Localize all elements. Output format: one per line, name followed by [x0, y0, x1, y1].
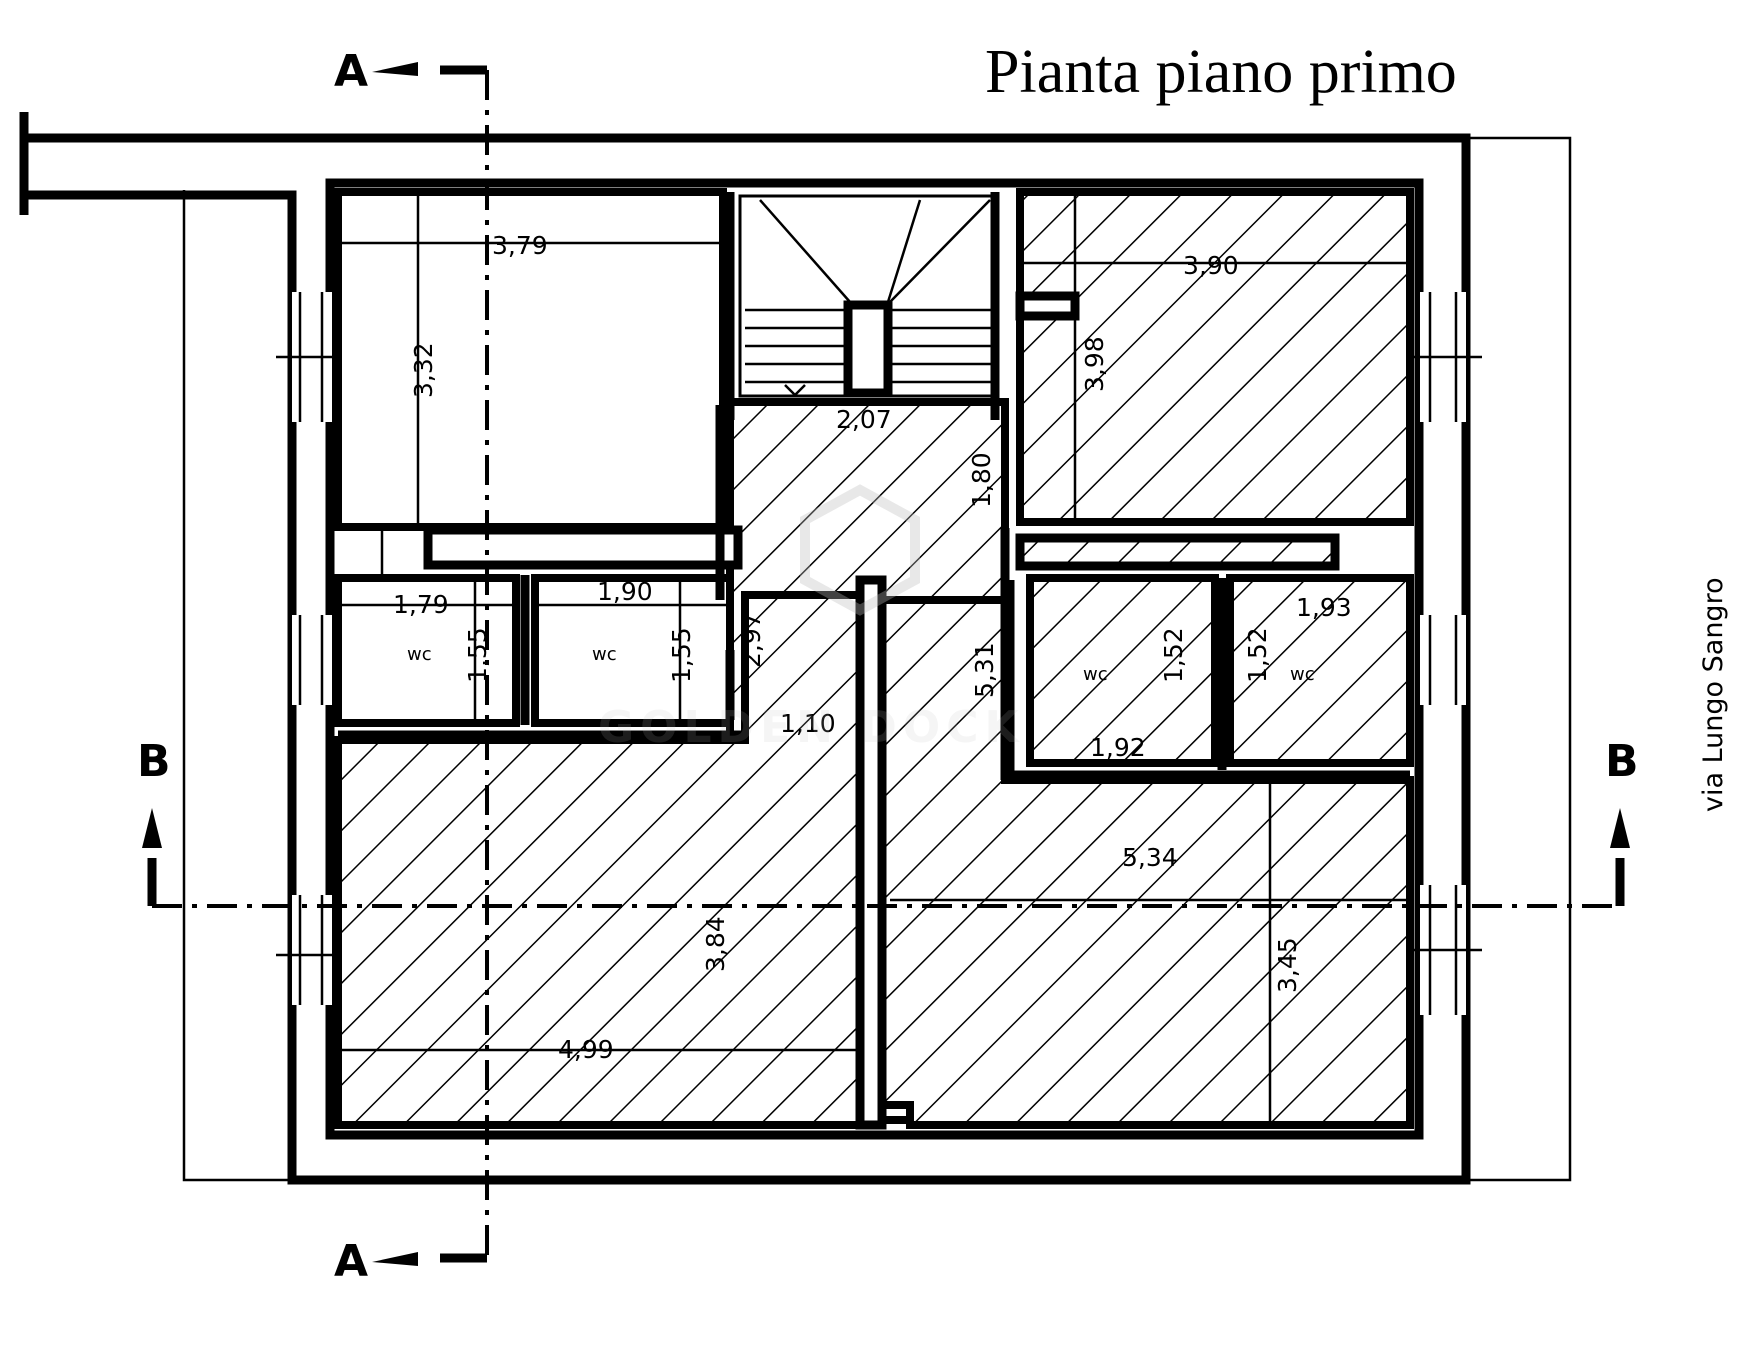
dim-3-84: 3,84 — [701, 916, 730, 972]
dim-1-79: 1,79 — [393, 590, 449, 619]
white-rooms — [334, 188, 734, 727]
dim-3-79: 3,79 — [492, 231, 548, 260]
dim-1-52-b: 1,52 — [1243, 627, 1272, 683]
staircase — [738, 194, 994, 398]
room-label-wc-2: wc — [592, 644, 617, 665]
dim-1-92: 1,92 — [1090, 733, 1146, 762]
dim-3-98: 3,98 — [1080, 336, 1109, 392]
dim-5-34: 5,34 — [1122, 843, 1178, 872]
watermark-text: GOLDEN DOCK — [598, 702, 1025, 753]
section-mark-b-left: B — [137, 736, 171, 787]
dim-1-10: 1,10 — [780, 709, 836, 738]
interior-dimension-lines — [338, 192, 1410, 1125]
section-mark-b-right: B — [1605, 736, 1639, 787]
room-label-wc-3: wc — [1083, 664, 1108, 685]
dim-4-99: 4,99 — [558, 1035, 614, 1064]
dim-1-55-b: 1,55 — [667, 627, 696, 683]
room-label-wc-1: wc — [407, 644, 432, 665]
dim-1-55-a: 1,55 — [463, 627, 492, 683]
section-line-b — [142, 808, 1630, 908]
dim-5-31: 5,31 — [970, 642, 999, 698]
dim-1-80: 1,80 — [967, 452, 996, 508]
room-label-wc-4: wc — [1290, 664, 1315, 685]
left-windows — [276, 292, 346, 1005]
plan-title: Pianta piano primo — [985, 38, 1457, 106]
dim-1-90: 1,90 — [597, 577, 653, 606]
dim-3-90: 3,90 — [1183, 251, 1239, 280]
street-label: via Lungo Sangro — [1698, 577, 1729, 812]
section-mark-a-bottom: A — [334, 1236, 368, 1287]
section-line-a — [372, 62, 489, 1266]
dim-2-07: 2,07 — [836, 405, 892, 434]
dim-3-45: 3,45 — [1273, 937, 1302, 993]
dim-1-52-a: 1,52 — [1159, 627, 1188, 683]
watermark-logo: GOLDEN DOCK — [598, 484, 1025, 753]
room-labels: wc wc wc wc — [407, 644, 1315, 685]
dim-3-32: 3,32 — [409, 342, 438, 398]
dim-2-97: 2,97 — [737, 612, 766, 668]
dimension-labels: 3,79 3,32 3,90 3,98 2,07 1,80 1,79 1,90 … — [393, 231, 1352, 1064]
section-mark-a-top: A — [334, 46, 368, 97]
interior-walls — [338, 192, 1410, 1130]
dim-1-93: 1,93 — [1296, 593, 1352, 622]
